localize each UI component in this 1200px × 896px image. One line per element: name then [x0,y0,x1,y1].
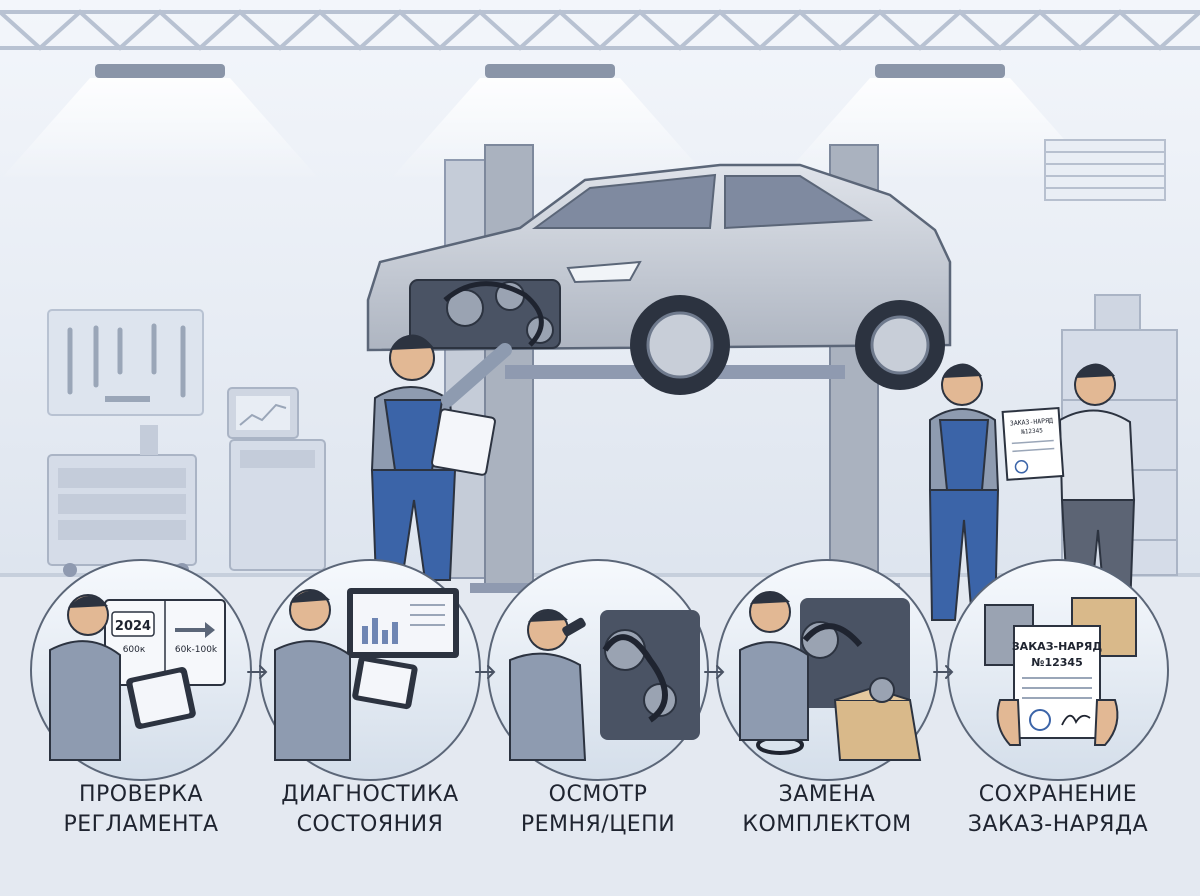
ceiling-truss [0,9,1200,51]
step-4-label: ЗАМЕНА КОМПЛЕКТОМ [707,780,947,840]
mechanic-inspecting [370,334,512,581]
step-1-label: ПРОВЕРКА РЕГЛАМЕНТА [21,780,261,840]
hero-doc-number: №12345 [1021,427,1043,436]
step-5-label-line-1: СОХРАНЕНИЕ [978,782,1138,807]
step-1-illustration: 2024 600к 60k-100k [49,594,226,761]
step-4-label-line-1: ЗАМЕНА [778,782,876,807]
arrow-right-icon [175,622,215,638]
car [366,163,952,395]
hero-doc-title: ЗАКАЗ-НАРЯД [1010,416,1054,427]
window-blinds [1044,139,1166,201]
hero-work-order: ЗАКАЗ-НАРЯД №12345 [1001,406,1065,481]
ceiling-lamps [0,64,1100,180]
step-5-illustration: ЗАКАЗ-НАРЯД №12345 [984,597,1137,746]
stamp-icon [1029,709,1051,731]
schedule-year: 2024 [115,619,151,634]
step-4-label-line-2: КОМПЛЕКТОМ [742,812,912,837]
step-2-label-line-1: ДИАГНОСТИКА [281,782,459,807]
arrow-right-icon [247,665,268,679]
schedule-interval-b: 60k-100k [175,645,218,655]
step-3-illustration [509,609,700,761]
step-5-label: СОХРАНЕНИЕ ЗАКАЗ-НАРЯДА [938,780,1178,840]
step-4-illustration [739,591,922,761]
diagnostic-station [227,387,326,571]
tool-board [47,309,204,416]
tool-cart [47,425,197,577]
mechanic-handover [928,363,1000,621]
step-arrows [247,665,954,679]
schedule-interval-a: 600к [123,645,146,655]
step-3-label-line-1: ОСМОТР [548,782,648,807]
step-2-label-line-2: СОСТОЯНИЯ [296,812,444,837]
step-3-label-line-2: РЕМНЯ/ЦЕПИ [520,812,676,837]
arrow-right-icon [933,665,954,679]
arrow-right-icon [475,665,496,679]
work-order-number: №12345 [1031,656,1083,669]
step-2-illustration [274,588,459,761]
work-order-title: ЗАКАЗ-НАРЯД [1012,640,1102,653]
step-1-label-line-2: РЕГЛАМЕНТА [63,812,219,837]
arrow-right-icon [704,665,725,679]
signature-icon [1061,714,1091,726]
step-5-label-line-2: ЗАКАЗ-НАРЯДА [967,812,1149,837]
step-2-label: ДИАГНОСТИКА СОСТОЯНИЯ [250,780,490,840]
step-3-label: ОСМОТР РЕМНЯ/ЦЕПИ [478,780,718,840]
step-1-label-line-1: ПРОВЕРКА [78,782,204,807]
